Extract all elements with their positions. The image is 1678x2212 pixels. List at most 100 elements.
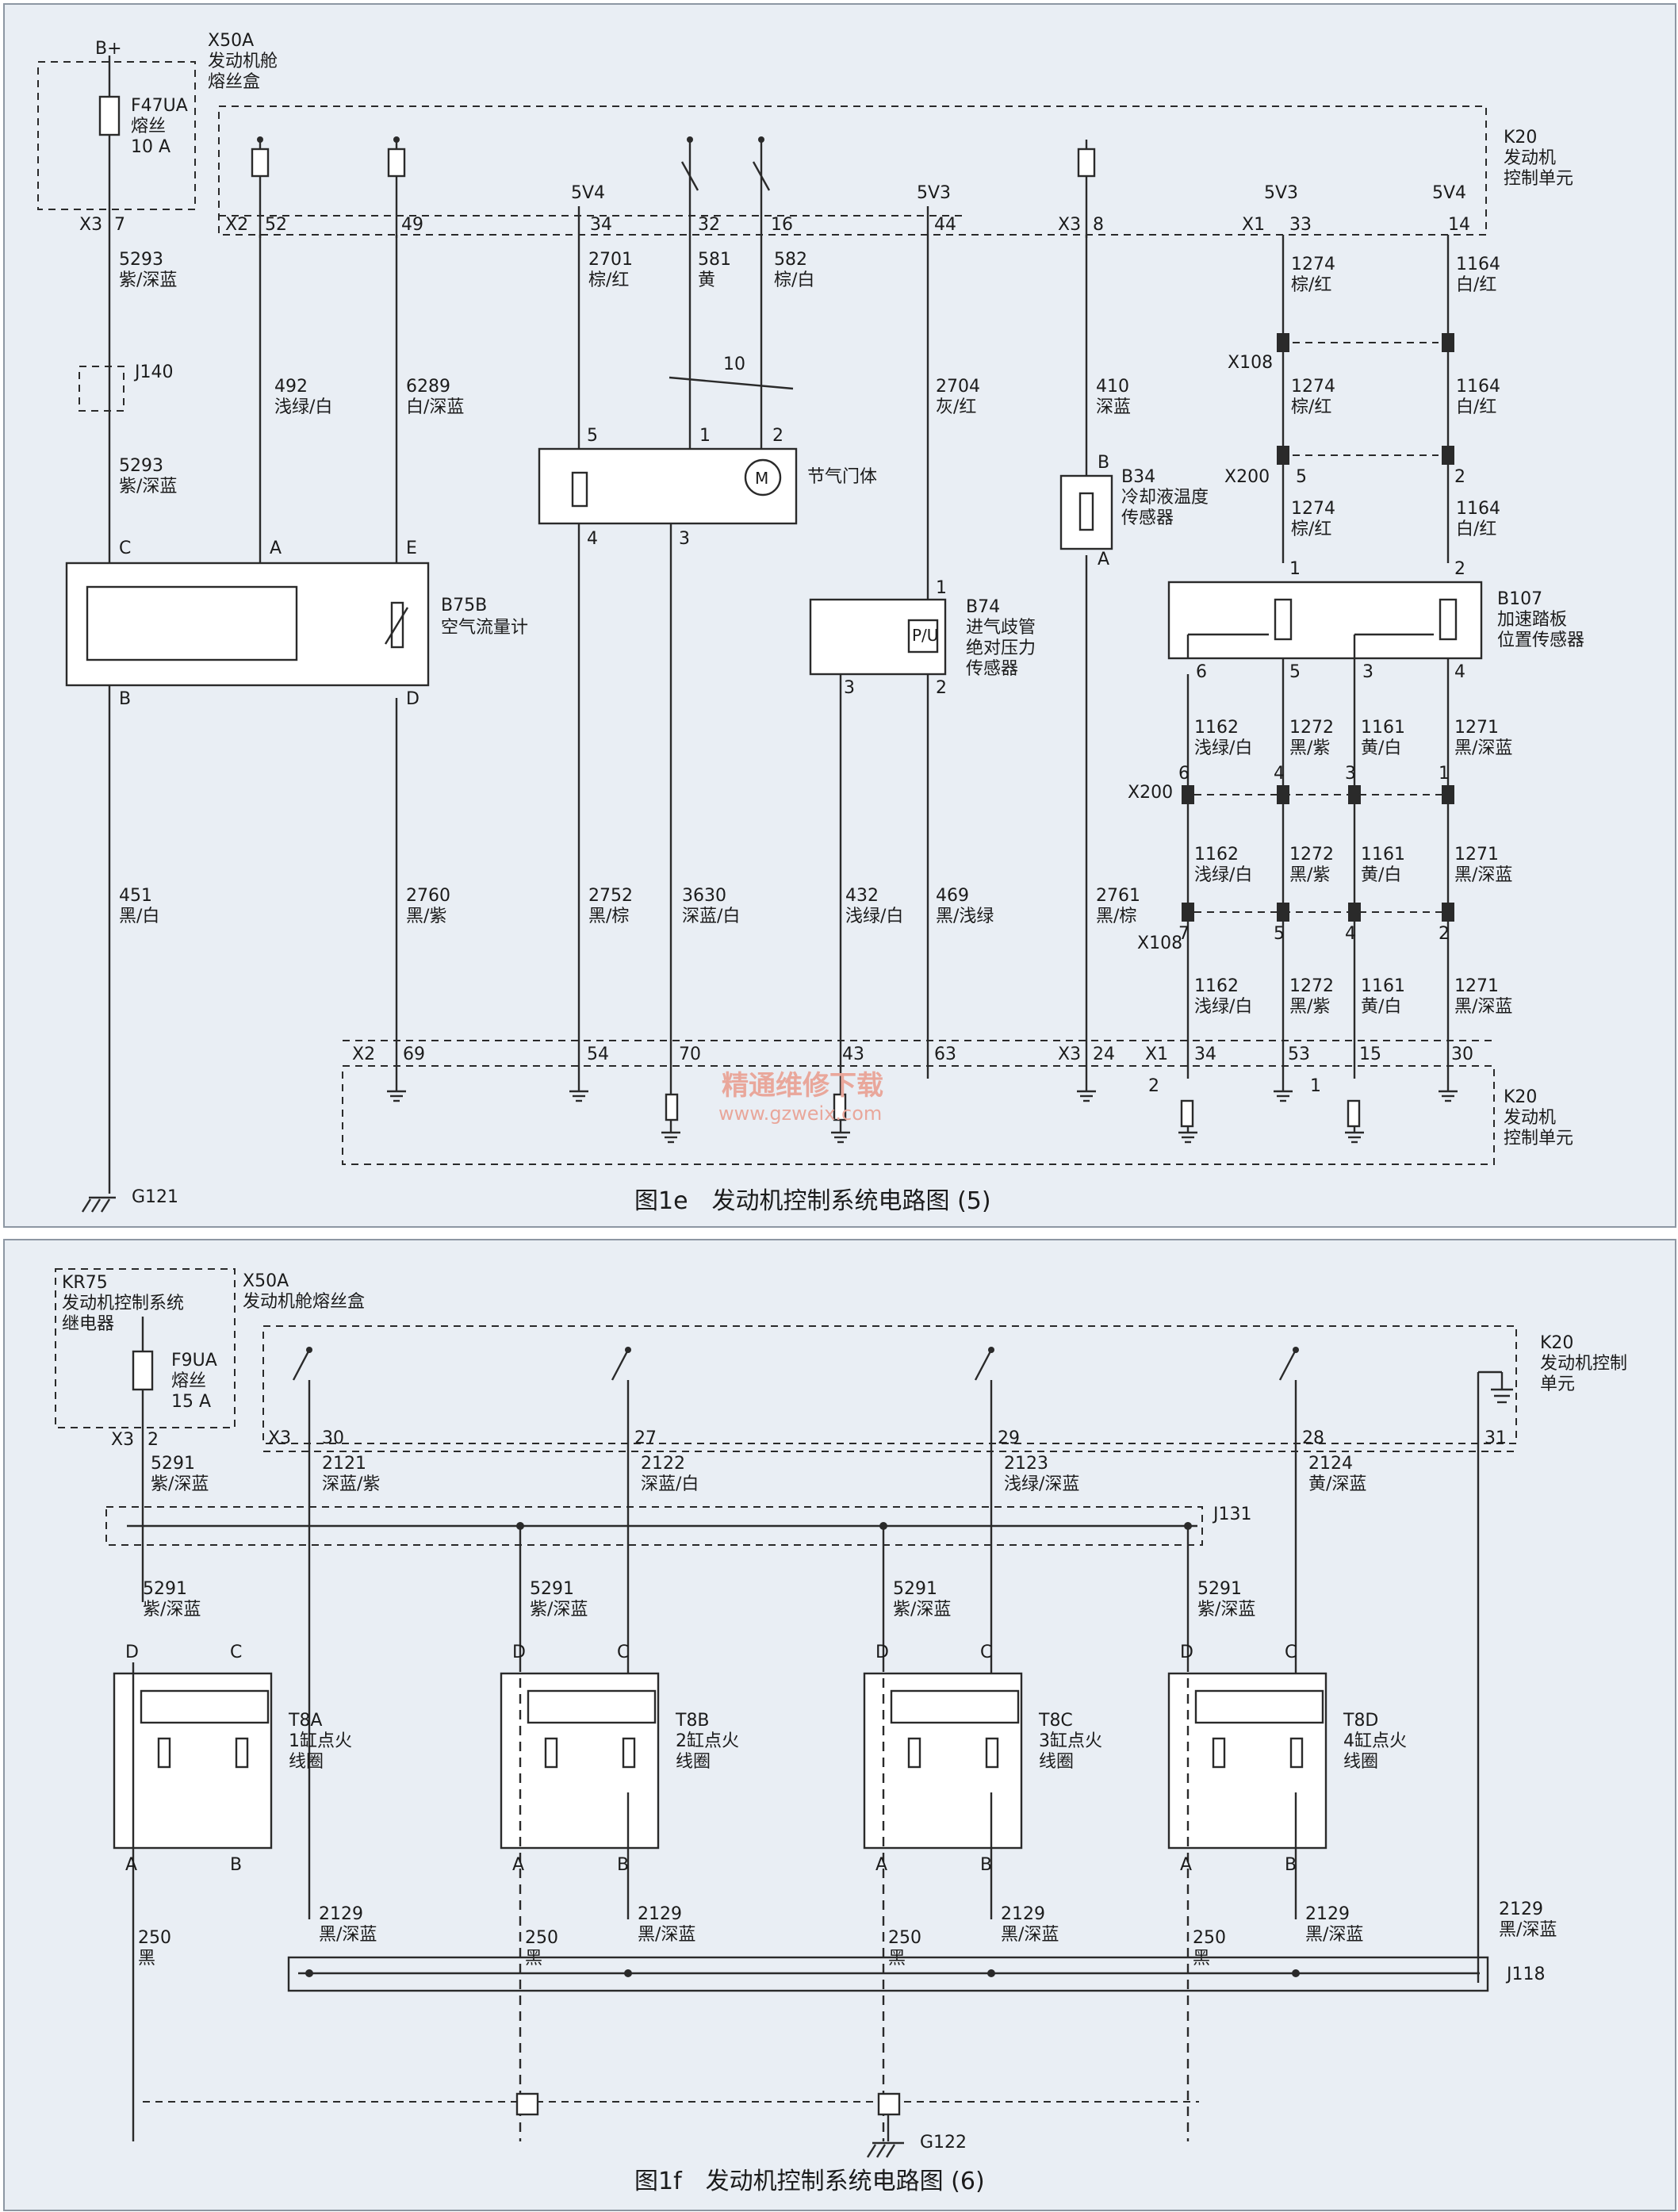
pin-14: 14 [1448,215,1470,235]
x200-pin-1: 4 [1274,764,1285,784]
map-id: B74 [966,597,1000,617]
pin-49: 49 [401,215,423,235]
conn-x3: X3 [79,215,102,235]
ref-5v4-a: 5V4 [571,183,605,203]
wire-432-color: 浅绿/白 [845,907,903,926]
wire-2761-num: 2761 [1096,886,1140,906]
ref-5v4-b: 5V4 [1432,183,1466,203]
wire-1164-color: 白/红 [1456,275,1496,295]
wire-1274b-color: 棕/红 [1291,397,1331,417]
wire-1274c-num: 1274 [1291,499,1335,519]
k20-bottom-name: 发动机 [1504,1108,1556,1128]
app-wire-num-2-0: 1162 [1194,976,1239,996]
ect-name1: 冷却液温度 [1121,488,1209,508]
fuse-id: F47UA [131,96,188,116]
ground-g121: G121 [132,1187,178,1207]
tb-pin4: 4 [587,529,598,549]
app-wire-color-0-2: 黄/白 [1361,738,1401,758]
tb-pin1: 1 [699,426,711,446]
pin-24: 24 [1093,1045,1115,1064]
j140-label: J140 [133,362,173,382]
map-symbol: P/U [912,626,938,645]
fuse-word: 熔丝 [131,117,166,136]
app-wire-num-1-3: 1271 [1454,845,1499,864]
wire-5293b-num: 5293 [119,456,163,476]
wire-451-num: 451 [119,886,152,906]
wire-451-color: 黑/白 [119,907,159,926]
app-pin6: 6 [1196,662,1207,682]
pin-34b: 34 [1194,1045,1216,1064]
pin-16: 16 [771,215,793,235]
pin-30: 30 [1451,1045,1473,1064]
maf-id: B75B [441,596,487,615]
app-wire-num-0-0: 1162 [1194,718,1239,738]
x200-top-pin2: 2 [1454,467,1465,487]
wire-581-num: 581 [698,250,731,270]
pin-33: 33 [1289,215,1312,235]
pin-32: 32 [698,215,720,235]
twist-label: 10 [723,355,745,374]
x200-bottom-label: X200 [1128,783,1173,803]
app-wire-color-2-2: 黄/白 [1361,997,1401,1017]
wire-1274b-num: 1274 [1291,377,1335,397]
wire-432-num: 432 [845,886,879,906]
maf-pin-b: B [119,689,131,709]
wire-582-color: 棕/白 [774,270,814,290]
app-wire-num-1-1: 1272 [1289,845,1334,864]
bot-x3: X3 [1058,1045,1081,1064]
app-wire-color-1-2: 黄/白 [1361,865,1401,885]
pin-69: 69 [403,1045,425,1064]
fuse-f47ua [98,95,121,136]
ref-5v3-a: 5V3 [917,183,951,203]
maf-pin-e: E [406,539,417,558]
circuit-diagram-5: B+ X50A 发动机舱 熔丝盒 F47UA 熔丝 10 A X3 7 K20 … [37,31,1584,1215]
map-pin2: 2 [936,678,947,698]
ect-name2: 传感器 [1121,508,1174,528]
k20-bottom-label: K20 [1504,1087,1537,1107]
fuse-amp: 10 A [131,137,170,157]
x200-pin-2: 3 [1345,764,1356,784]
x108-pin-2: 4 [1345,924,1356,944]
x200-top-label: X200 [1224,467,1270,487]
pin-43: 43 [842,1045,864,1064]
wire-1274-color: 棕/红 [1291,275,1331,295]
x108-pin-3: 2 [1439,924,1450,944]
app-wire-color-1-0: 浅绿/白 [1194,865,1252,885]
app-wire-color-2-0: 浅绿/白 [1194,997,1252,1017]
switch-1: 1 [1310,1076,1321,1096]
switch-2: 2 [1148,1076,1159,1096]
maf-pin-c: C [119,539,131,558]
wire-1164c-num: 1164 [1456,499,1500,519]
top-x1: X1 [1242,215,1265,235]
wire-492-color: 浅绿/白 [274,397,332,417]
app-sensor-box [1167,581,1483,660]
app-pin1: 1 [1289,559,1301,579]
app-wire-color-1-1: 黑/紫 [1289,865,1330,885]
k20-name: 发动机 [1504,148,1556,168]
app-wire-color-0-3: 黑/深蓝 [1454,738,1512,758]
pin-63: 63 [934,1045,956,1064]
wire-5293b-color: 紫/深蓝 [119,477,177,496]
wire-3630-num: 3630 [682,886,726,906]
wire-1274-num: 1274 [1291,255,1335,274]
wire-1164-num: 1164 [1456,255,1500,274]
ect-id: B34 [1121,467,1155,487]
caption-5: 图1e 发动机控制系统电路图 (5) [634,1187,991,1215]
top-x3: X3 [1058,215,1081,235]
map-name2: 绝对压力 [966,638,1036,658]
bplus-label: B+ [95,39,122,59]
wire-469-num: 469 [936,886,969,906]
j140-box [79,366,125,412]
app-wire-color-0-1: 黑/紫 [1289,738,1330,758]
diagram-panel-6 [3,1239,1676,2211]
pin-54: 54 [587,1045,609,1064]
wire-1164c-color: 白/红 [1456,519,1496,539]
wire-492-num: 492 [274,377,308,397]
wire-410-color: 深蓝 [1096,397,1131,417]
maf-pin-d: D [406,689,420,709]
x200-pin-0: 6 [1178,764,1190,784]
wire-2701-num: 2701 [588,250,633,270]
app-wire-color-1-3: 黑/深蓝 [1454,865,1512,885]
app-id: B107 [1497,589,1542,609]
app-pin5: 5 [1289,662,1301,682]
